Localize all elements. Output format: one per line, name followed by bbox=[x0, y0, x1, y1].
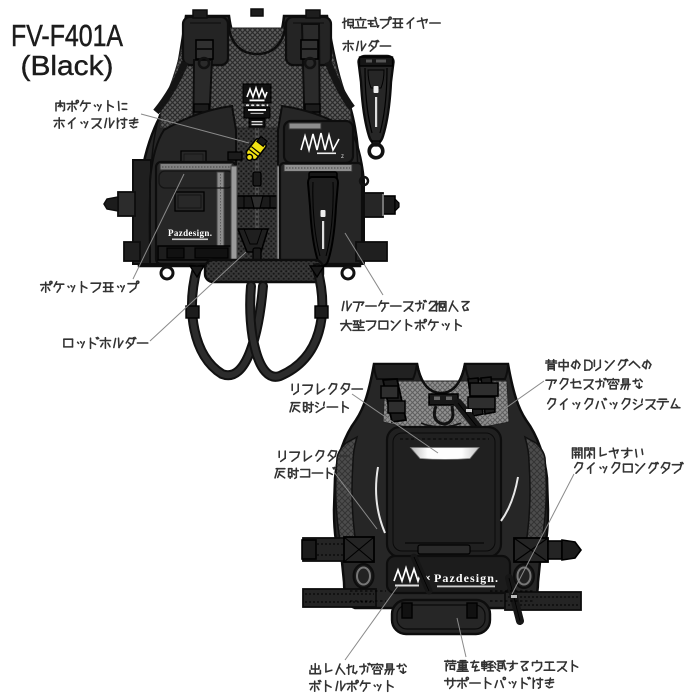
svg-text:z: z bbox=[341, 154, 344, 160]
svg-text:Pazdesign.: Pazdesign. bbox=[168, 228, 212, 238]
svg-text:(Black): (Black) bbox=[21, 50, 114, 81]
svg-text:Pazdesign.: Pazdesign. bbox=[434, 571, 498, 585]
svg-text:×: × bbox=[425, 573, 430, 583]
svg-text:FV-F401A: FV-F401A bbox=[11, 18, 123, 53]
